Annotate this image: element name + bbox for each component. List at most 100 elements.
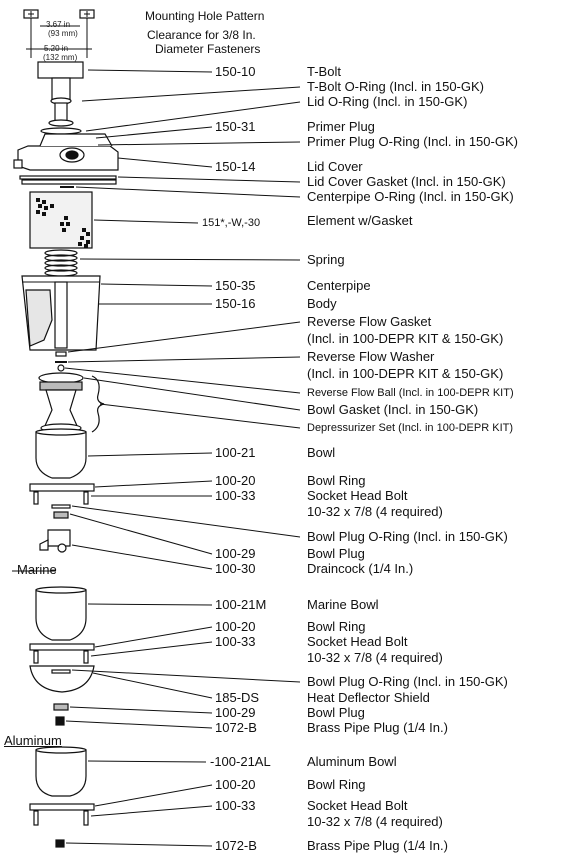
part-description: Bowl Plug O-Ring (Incl. in 150-GK) [307,674,508,689]
leader-line [71,544,213,570]
part-description: Bowl Plug [307,546,365,561]
part-number: 150-31 [215,119,256,134]
bowl-plug [53,703,69,711]
leader-line [94,626,213,648]
lid-oring [40,127,82,135]
leader-line [97,141,301,146]
lid-gasket-2 [21,179,117,185]
part-description: (Incl. in 100-DEPR KIT & 150-GK) [307,366,504,381]
depressurizer-body [43,389,79,429]
marine-bowl-rim [35,586,87,594]
leader-line [85,101,301,132]
lid-cover-tab [13,159,23,169]
leader-line [93,219,199,224]
brass-pipe-plug [55,839,65,848]
part-description: Bowl Ring [307,777,366,792]
leader-line [67,321,301,353]
dim-inner-mm: (93 mm) [48,29,78,38]
part-description: Primer Plug [307,119,375,134]
part-description: Bowl Gasket (Incl. in 150-GK) [307,402,479,417]
part-description: Centerpipe O-Ring (Incl. in 150-GK) [307,189,514,204]
part-description: Primer Plug O-Ring (Incl. in 150-GK) [307,134,518,149]
part-number: 100-33 [215,634,256,649]
part-description: Bowl Ring [307,619,366,634]
part-description: Heat Deflector Shield [307,690,430,705]
part-description: Bowl [307,445,336,460]
leader-line [75,186,301,198]
element-pattern [86,240,90,244]
draincock [47,529,71,547]
part-description: Socket Head Bolt [307,634,408,649]
leader-line [67,356,301,363]
part-number: 1072-B [215,838,257,853]
bowl-ring [29,643,95,651]
leader-line [64,367,301,394]
leader-line [90,805,213,817]
clearance-label: Clearance for 3/8 In. [147,28,256,42]
leader-line [71,505,301,538]
part-description: Lid Cover Gasket (Incl. in 150-GK) [307,174,506,189]
leader-line [87,452,213,457]
leader-line [71,669,301,683]
element-pattern [84,244,88,248]
leader-line [79,258,301,261]
element-pattern [42,200,46,204]
element-pattern [78,242,82,246]
part-description: Bowl Ring [307,473,366,488]
fastener-label: Diameter Fasteners [155,42,261,56]
part-description: Socket Head Bolt [307,798,408,813]
leader-line [95,126,213,139]
element-pattern [50,204,54,208]
leader-line [100,283,213,287]
part-number: 100-20 [215,777,256,792]
element-pattern [42,212,46,216]
part-description: Lid Cover [307,159,363,174]
part-description: Spring [307,252,345,267]
part-description: Reverse Flow Ball (Incl. in 100-DEPR KIT… [307,387,514,399]
socket-bolt [33,650,39,664]
socket-bolt [83,491,89,505]
leader-line [87,760,207,763]
mounting-title: Mounting Hole Pattern [145,9,265,23]
dim-outer: 5.20 in [44,44,69,53]
part-description: Centerpipe [307,278,371,293]
t-bolt-stem [54,102,68,122]
part-number: 100-21M [215,597,267,612]
part-number: 150-10 [215,64,256,79]
part-description: 10-32 x 7/8 (4 required) [307,650,443,665]
leader-line [87,603,213,606]
marine-bowl [35,589,87,641]
socket-bolt [33,491,39,505]
leader-line [94,480,213,488]
spring-coil [44,249,78,257]
element-pattern [80,236,84,240]
bowl-plug-oring [51,669,71,674]
part-description: Brass Pipe Plug (1/4 In.) [307,720,448,735]
element-pattern [82,228,86,232]
part-description: Reverse Flow Washer [307,349,435,364]
part-number: 100-21 [215,445,256,460]
aluminum-bowl [35,749,87,797]
section-marine: Marine [17,562,57,577]
dim-inner: 3.67 in [46,20,71,29]
part-description: (Incl. in 100-DEPR KIT & 150-GK) [307,331,504,346]
socket-bolt [83,810,89,826]
part-number: 100-29 [215,546,256,561]
part-description: Aluminum Bowl [307,754,397,769]
bowl-plug [53,511,69,519]
section-aluminum: Aluminum [4,733,62,748]
part-number: 151*,-W,-30 [202,217,261,229]
bowl-ring [29,803,95,811]
part-number: 150-14 [215,159,256,174]
part-description: Bowl Plug O-Ring (Incl. in 150-GK) [307,529,508,544]
part-number: 150-16 [215,296,256,311]
leader-line [69,513,213,555]
leader-line [117,176,301,183]
depressurizer-top [39,381,83,391]
leader-line [87,69,213,73]
element-pattern [62,228,66,232]
element-pattern [44,206,48,210]
part-description: T-Bolt O-Ring (Incl. in 150-GK) [307,79,484,94]
